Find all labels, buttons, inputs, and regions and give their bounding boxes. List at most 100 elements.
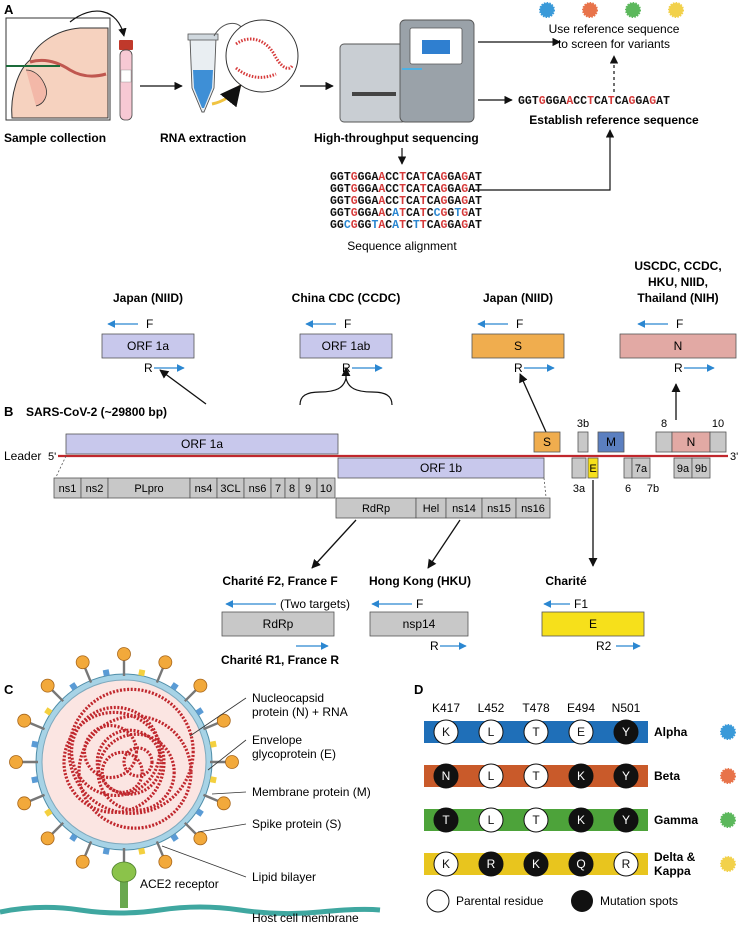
e-gene-block <box>587 457 599 479</box>
seq-base: C <box>406 183 413 196</box>
seq-base: G <box>461 195 468 208</box>
rna-tube-icon <box>187 22 243 113</box>
rdrp-assay-target: RdRp <box>263 617 294 631</box>
gene-7a-label: 7a <box>635 463 648 475</box>
top-assay-box <box>619 333 737 359</box>
e-gene-label: E <box>589 463 596 475</box>
residue-letter: L <box>488 813 495 827</box>
seq-base: A <box>371 195 378 208</box>
host-membrane <box>0 904 381 917</box>
nsp-guide-left <box>55 455 67 478</box>
spike-head <box>193 678 208 693</box>
residue-position: K417 <box>432 701 460 715</box>
seq-base: A <box>601 95 608 108</box>
nsp-label: ns2 <box>86 483 104 495</box>
nucleocapsid-coil <box>100 750 144 794</box>
hts-label: High-throughput sequencing <box>314 131 479 145</box>
membrane-protein-dot <box>44 707 53 716</box>
nucleocapsid-coil <box>82 723 139 780</box>
spike-head <box>158 655 173 670</box>
seq-base: C <box>385 195 392 208</box>
seq-base: T <box>475 219 482 232</box>
parental-residue <box>478 763 504 789</box>
top-assay-reverse-label: R <box>144 361 153 375</box>
legend-mutation-label: Mutation spots <box>600 894 678 908</box>
nsp-label: 8 <box>289 483 295 495</box>
seq-base: C <box>427 219 434 232</box>
nsp-label: 10 <box>320 483 332 495</box>
genome-title: SARS-CoV-2 (~29800 bp) <box>26 405 167 419</box>
seq-base: G <box>330 183 337 196</box>
residue-letter: K <box>532 857 540 871</box>
membrane-protein-dot <box>69 682 78 691</box>
legend-parental-icon <box>426 889 450 913</box>
spike-head <box>75 655 90 670</box>
nsp-label: PLpro <box>134 483 163 495</box>
orf1b-label: ORF 1b <box>420 461 462 475</box>
residue-letter: T <box>532 813 540 827</box>
seq-base: A <box>454 183 461 196</box>
residue-letter: R <box>622 857 631 871</box>
seq-base: G <box>447 207 454 220</box>
seq-base: G <box>365 195 372 208</box>
residue-letter: K <box>442 857 450 871</box>
residue-letter: Y <box>622 813 630 827</box>
five-prime-label: 5' <box>48 451 56 463</box>
spike-head <box>225 755 239 769</box>
seq-base: G <box>461 171 468 184</box>
residue-letter: L <box>488 769 495 783</box>
seq-base: A <box>371 183 378 196</box>
alignment-reads: GGTGGGAACCTCATCAGGAGATGGTGGGAACCTCATCAGG… <box>330 171 482 232</box>
variant-dot <box>720 856 736 872</box>
membrane-protein-dot <box>31 740 39 748</box>
residue-letter: Y <box>622 769 630 783</box>
parental-residue <box>433 719 459 745</box>
seq-base: G <box>358 195 365 208</box>
residue-position: T478 <box>522 701 550 715</box>
panel-d-letter: D <box>414 682 423 697</box>
seq-base: A <box>371 171 378 184</box>
seq-base: C <box>406 195 413 208</box>
arrow-nsp14-assay <box>427 519 461 569</box>
parental-residue <box>568 719 594 745</box>
seq-base: C <box>427 195 434 208</box>
sample-collection-label: Sample collection <box>4 131 106 145</box>
top-assay-lab: Japan (NIID) <box>483 291 553 305</box>
alignment-read: GGTGGGAACCTCATCAGGAGAT <box>330 195 482 208</box>
seq-base: T <box>587 95 594 108</box>
seq-base: C <box>406 219 413 232</box>
nucleocapsid-coil <box>67 687 195 815</box>
zoom-arrow <box>211 84 242 108</box>
seq-base: G <box>461 183 468 196</box>
nsp-label: ns15 <box>487 503 511 515</box>
seq-base: G <box>337 219 344 232</box>
m-gene-block <box>597 431 625 453</box>
membrane-protein-dot <box>170 833 179 842</box>
mutation-spot <box>613 719 639 745</box>
rdrp-assay-lab: Charité F2, France F <box>222 574 337 588</box>
top-assay-forward-label: F <box>516 317 523 331</box>
seq-base: A <box>413 183 420 196</box>
seq-base: T <box>399 195 406 208</box>
mutation-spot <box>613 807 639 833</box>
residue-letter: K <box>577 769 585 783</box>
s-gene-block <box>533 431 561 453</box>
sample-tube-icon <box>119 40 133 121</box>
seq-base: T <box>475 207 482 220</box>
alignment-read: GGTGGGAACCTCATCAGGAGAT <box>330 183 482 196</box>
seq-base: A <box>434 171 441 184</box>
rna-zoom-circle <box>225 19 299 93</box>
seq-base: A <box>378 171 385 184</box>
e-forward-label: F1 <box>574 597 588 611</box>
seq-base: G <box>447 171 454 184</box>
parental-residue <box>523 719 549 745</box>
seq-base: T <box>399 207 406 220</box>
nsp-label: 7 <box>275 483 281 495</box>
top-assay-forward-label: F <box>676 317 683 331</box>
residue-letter: T <box>442 813 450 827</box>
nsp14-reverse-label: R <box>430 639 439 653</box>
residue-letter: Q <box>576 857 585 871</box>
panel-a-letter: A <box>4 2 14 17</box>
gene-8-label: 8 <box>661 418 667 430</box>
